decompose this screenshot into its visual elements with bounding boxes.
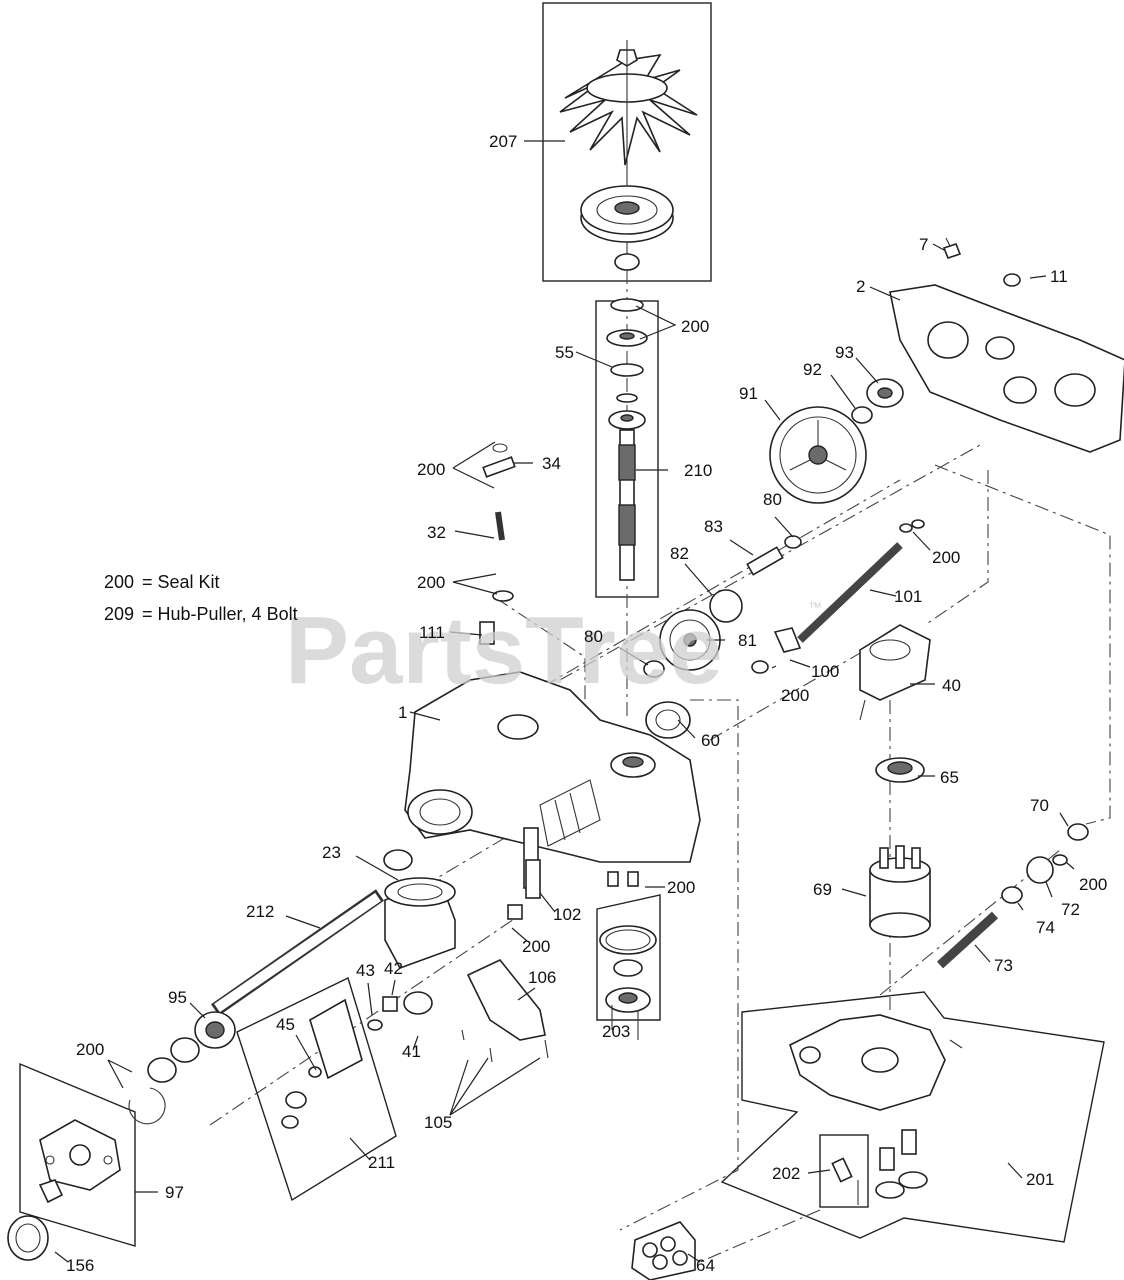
- part-label: 210: [684, 461, 712, 480]
- part-label: 95: [168, 988, 187, 1007]
- part-label: 200: [76, 1040, 104, 1059]
- cap-156: [7, 1215, 49, 1261]
- part-label: 200: [417, 573, 445, 592]
- part-label: 7: [919, 235, 928, 254]
- part-label: 80: [763, 490, 782, 509]
- part-label: 70: [1030, 796, 1049, 815]
- part-label: 202: [772, 1164, 800, 1183]
- legend-key-hub-puller: 209: [104, 604, 134, 624]
- part-label: 73: [994, 956, 1013, 975]
- part-label: 65: [940, 768, 959, 787]
- part-label: 93: [835, 343, 854, 362]
- input-seals: [606, 298, 648, 377]
- part-label: 200: [932, 548, 960, 567]
- part-label: 200: [417, 460, 445, 479]
- part-label: 69: [813, 880, 832, 899]
- bracket-kit-box: [236, 977, 397, 1202]
- part-label: 200: [781, 686, 809, 705]
- part-label: 43: [356, 961, 375, 980]
- legend-text-seal-kit: = Seal Kit: [142, 572, 220, 592]
- part-labels: 207 7 11 2 200 55 93 92 91 200 34 210 32…: [66, 132, 1107, 1275]
- part-label: 64: [696, 1256, 715, 1275]
- part-label: 80: [584, 627, 603, 646]
- part-label: 55: [555, 343, 574, 362]
- part-label: 83: [704, 517, 723, 536]
- legend-text-hub-puller: = Hub-Puller, 4 Bolt: [142, 604, 298, 624]
- part-label: 207: [489, 132, 517, 151]
- bracket-211: [281, 998, 363, 1129]
- part-label: 81: [738, 631, 757, 650]
- center-section-box: [720, 991, 1105, 1243]
- input-shaft: [608, 393, 646, 581]
- part-label: 11: [1050, 267, 1068, 286]
- part-label: 212: [246, 902, 274, 921]
- part-label: 2: [856, 277, 865, 296]
- part-label: 111: [419, 623, 445, 642]
- watermark-tm: ™: [808, 599, 822, 615]
- small-parts-41-43: [367, 904, 523, 1031]
- part-label: 23: [322, 843, 341, 862]
- legend-key-seal-kit: 200: [104, 572, 134, 592]
- part-label: 101: [894, 587, 922, 606]
- leader-lines: [54, 140, 1075, 1263]
- part-label: 32: [427, 523, 446, 542]
- bearing-65: [875, 757, 925, 783]
- axle-212: [210, 849, 413, 1016]
- hub-97: [38, 1119, 121, 1204]
- part-label: 82: [670, 544, 689, 563]
- part-label: 211: [368, 1153, 395, 1172]
- part-label: 91: [739, 384, 758, 403]
- part-label: 200: [667, 878, 695, 897]
- pins-32-34-111: [479, 443, 516, 645]
- part-label: 1: [398, 703, 407, 722]
- center-section: [789, 1014, 963, 1199]
- part-label: 74: [1036, 918, 1055, 937]
- part-label: 102: [553, 905, 581, 924]
- swash-block: [859, 624, 931, 721]
- part-label: 201: [1026, 1170, 1054, 1189]
- part-label: 72: [1061, 900, 1080, 919]
- brake-106: [461, 959, 549, 1063]
- part-label: 92: [803, 360, 822, 379]
- part-label: 60: [701, 731, 720, 750]
- hub-kit-box: [19, 1062, 136, 1247]
- cylinder-block-69: [869, 845, 931, 938]
- part-label: 105: [424, 1113, 452, 1132]
- part-label: 156: [66, 1256, 94, 1275]
- part-label: 45: [276, 1015, 295, 1034]
- part-label: 100: [811, 662, 839, 681]
- part-label: 203: [602, 1022, 630, 1041]
- part-label: 106: [528, 968, 556, 987]
- part-label: 34: [542, 454, 561, 473]
- filter-23: [384, 877, 456, 969]
- end-cover: [889, 237, 1124, 453]
- part-label: 40: [942, 676, 961, 695]
- gear-72-shaft-73: [936, 823, 1089, 969]
- fan-assembly: [559, 40, 698, 271]
- watermark: PartsTree: [285, 597, 723, 704]
- part-label: 97: [165, 1183, 184, 1202]
- part-label: 42: [384, 959, 403, 978]
- bracket-102: [525, 859, 541, 899]
- charge-pump-kit-box: [596, 894, 661, 1021]
- charge-pump: [599, 925, 657, 1040]
- part-label: 200: [1079, 875, 1107, 894]
- part-label: 41: [402, 1042, 421, 1061]
- part-label: 200: [522, 937, 550, 956]
- legend: 200 = Seal Kit 209 = Hub-Puller, 4 Bolt: [104, 572, 298, 624]
- check-valve-202: [831, 1157, 859, 1205]
- gear-train: [643, 378, 904, 739]
- part-label: 200: [681, 317, 709, 336]
- piston-block-64: [631, 1221, 696, 1280]
- bearing-95: [128, 1011, 236, 1125]
- shaft-101: [751, 519, 925, 674]
